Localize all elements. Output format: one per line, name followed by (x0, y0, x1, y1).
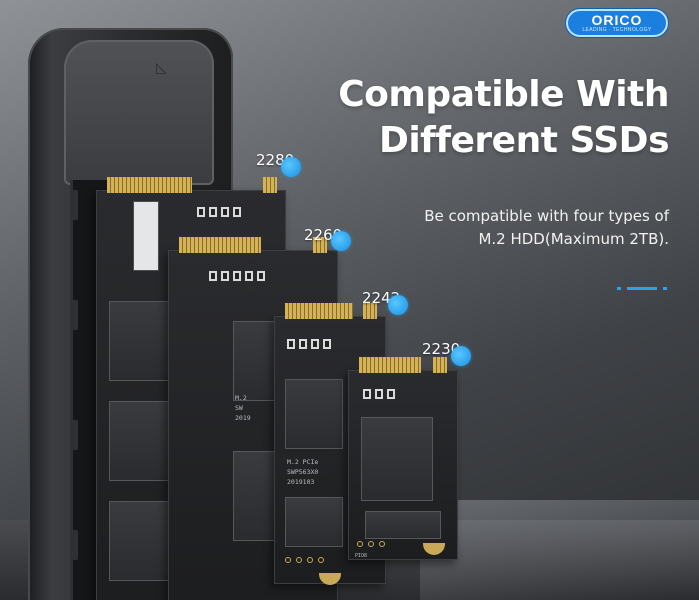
tray-rail (70, 420, 78, 450)
size-marker-dot (331, 231, 351, 251)
accent-bar (627, 287, 657, 290)
description-line-1: Be compatible with four types of (424, 207, 669, 225)
size-label-2230: 2230 (422, 340, 461, 358)
tray-rail (70, 300, 78, 330)
board-marking: M.2 PCIe SWP563X0 2019103 (287, 458, 319, 486)
headline-line-2: Different SSDs (378, 120, 670, 161)
component-pads (197, 207, 241, 217)
controller-chip (361, 417, 433, 501)
lid-triangle-icon: ◺ (156, 60, 167, 76)
controller-label (133, 201, 159, 271)
gold-contacts-key (433, 357, 447, 373)
size-marker-dot (451, 346, 471, 366)
component-pads (209, 271, 265, 281)
size-marker-dot (281, 157, 301, 177)
component-pads (287, 339, 331, 349)
mounting-holes (285, 557, 324, 563)
orico-logo: ORICO LEADING · TECHNOLOGY (566, 9, 668, 37)
gold-contacts-key (263, 177, 277, 193)
slot-label: PIO8 (355, 553, 368, 559)
feature-description: Be compatible with four types of M.2 HDD… (424, 205, 669, 251)
accent-dash (663, 287, 667, 290)
floor-highlight (420, 500, 699, 600)
headline-line-1: Compatible With (338, 74, 669, 115)
gold-contacts (359, 357, 421, 373)
nand-chip (285, 497, 343, 547)
nand-chip (109, 401, 169, 481)
description-line-2: M.2 HDD(Maximum 2TB). (478, 230, 669, 248)
tray-rail (70, 530, 78, 560)
mounting-holes (357, 541, 385, 547)
screw-notch (319, 573, 341, 585)
gold-contacts (285, 303, 353, 319)
gold-contacts (107, 177, 192, 193)
nand-chip (109, 301, 169, 381)
component-pads (363, 389, 395, 399)
gold-contacts (179, 237, 261, 253)
accent-dash (617, 287, 621, 290)
screw-notch (423, 543, 445, 555)
enclosure-lid (64, 40, 214, 185)
nand-chip (285, 379, 343, 449)
headline: Compatible With Different SSDs (338, 72, 669, 164)
logo-wordmark: ORICO (591, 12, 643, 28)
board-marking: M.2 SW 2019 (235, 394, 251, 422)
ssd-board-2230: PIO8 (348, 357, 458, 560)
tray-rail (70, 190, 78, 220)
gold-contacts-key (363, 303, 377, 319)
gold-contacts-key (313, 237, 327, 253)
logo-tagline: LEADING · TECHNOLOGY (582, 27, 652, 33)
nand-chip (365, 511, 441, 539)
nand-chip (109, 501, 169, 581)
size-marker-dot (388, 295, 408, 315)
